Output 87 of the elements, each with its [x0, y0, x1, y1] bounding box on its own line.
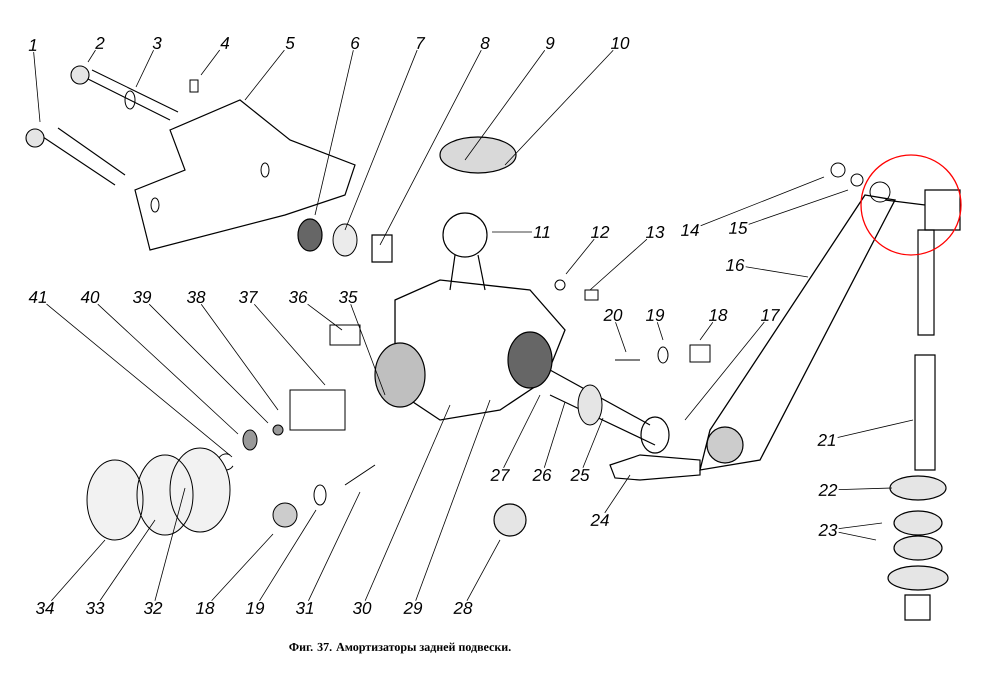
- callout-number: 27: [490, 469, 510, 481]
- callout-number: 26: [532, 468, 552, 482]
- leader-line: [504, 50, 614, 166]
- figure-caption: Фиг. 37. Амортизаторы задней подвески.: [289, 642, 511, 654]
- leader-line: [604, 474, 630, 514]
- callout-number: 36: [288, 290, 308, 304]
- leader-line: [380, 50, 482, 246]
- callout-number: 18: [709, 308, 728, 322]
- callout-number: 29: [403, 602, 422, 614]
- callout-number: 3: [152, 36, 162, 50]
- callout-number: 31: [296, 602, 314, 614]
- leader-line: [684, 322, 765, 420]
- leader-line: [200, 50, 220, 76]
- leader-line: [838, 522, 882, 530]
- callout-number: 22: [818, 484, 838, 496]
- leader-line: [566, 238, 595, 274]
- leader-line: [308, 492, 360, 602]
- callout-number: 1: [28, 39, 36, 51]
- leader-line: [136, 50, 154, 88]
- callout-number: 41: [28, 291, 46, 303]
- callout-number: 9: [546, 36, 554, 50]
- leader-line: [50, 540, 106, 602]
- leader-line: [838, 488, 892, 490]
- leader-line: [837, 420, 914, 438]
- callout-number: 38: [186, 290, 206, 304]
- callout-number: 19: [646, 308, 664, 322]
- callout-number: 32: [144, 602, 162, 614]
- callout-number: 33: [86, 602, 104, 614]
- leader-line: [314, 50, 354, 216]
- callout-number: 21: [817, 434, 836, 446]
- leader-line: [464, 50, 546, 160]
- leader-line: [503, 394, 540, 468]
- callout-number: 20: [603, 308, 622, 322]
- callout-number: 13: [646, 226, 664, 238]
- leader-line: [415, 400, 490, 602]
- callout-number: 35: [338, 290, 358, 304]
- leader-line: [259, 510, 316, 602]
- leader-line: [656, 322, 664, 340]
- leader-line: [200, 304, 278, 410]
- callout-number: 12: [591, 226, 610, 238]
- callout-number: 8: [480, 36, 490, 50]
- callout-number: 2: [95, 37, 104, 49]
- leader-line: [364, 404, 450, 602]
- leader-line: [100, 520, 156, 602]
- leader-line: [88, 50, 96, 62]
- callout-number: 23: [818, 524, 838, 536]
- callout-number: 15: [729, 222, 748, 234]
- callout-number: 16: [726, 258, 744, 272]
- callout-number: 5: [286, 37, 295, 49]
- leader-line: [154, 488, 186, 602]
- leader-line: [33, 52, 40, 122]
- leader-line: [748, 190, 848, 225]
- callout-number: 19: [246, 602, 264, 614]
- callout-number: 30: [352, 602, 372, 614]
- callout-number: 34: [36, 602, 54, 614]
- leader-line: [582, 418, 604, 468]
- callout-number: 6: [351, 36, 360, 50]
- leader-line: [544, 402, 566, 468]
- leader-line: [350, 304, 386, 396]
- callout-number: 17: [761, 309, 780, 321]
- callout-number: 11: [534, 226, 550, 238]
- leader-line: [615, 322, 626, 352]
- callout-number: 14: [681, 224, 699, 236]
- callout-number: 40: [80, 290, 100, 304]
- leader-line: [700, 322, 714, 340]
- callout-number: 4: [220, 37, 230, 49]
- leader-line: [745, 266, 808, 278]
- leader-line: [211, 534, 274, 602]
- callout-number: 18: [196, 602, 214, 614]
- leader-line: [148, 304, 268, 424]
- leader-line: [254, 304, 326, 386]
- leader-line: [838, 532, 876, 540]
- leader-line: [700, 176, 824, 226]
- callout-number: 37: [238, 290, 258, 304]
- leader-line: [307, 304, 342, 330]
- leader-line: [97, 304, 238, 434]
- callout-number: 39: [132, 290, 152, 304]
- leader-line: [466, 540, 500, 602]
- callout-number: 10: [611, 36, 630, 50]
- leader-line: [344, 50, 418, 230]
- leader-line: [244, 50, 285, 100]
- callout-number: 24: [590, 514, 609, 526]
- callout-number: 7: [417, 37, 426, 49]
- leader-line: [590, 238, 648, 290]
- callout-number: 28: [453, 602, 472, 614]
- leader-line: [46, 304, 232, 458]
- callout-number: 25: [570, 468, 590, 482]
